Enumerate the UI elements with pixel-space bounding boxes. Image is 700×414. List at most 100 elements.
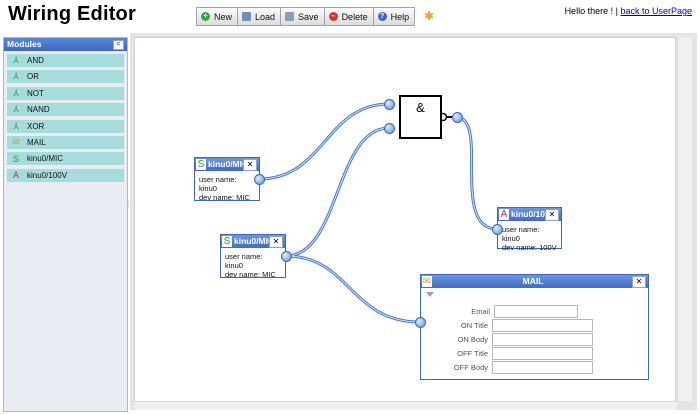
wire-gate-to-actuator[interactable] <box>454 115 499 231</box>
module-header[interactable]: A kinu0/100V ✕ <box>498 208 561 221</box>
mic-module-2[interactable]: S kinu0/MIC ✕ user name: kinu0 dev name:… <box>220 234 286 279</box>
load-button[interactable]: Load <box>237 7 282 26</box>
close-module-button[interactable]: ✕ <box>269 236 283 248</box>
floppy-icon <box>285 12 295 21</box>
module-item-or[interactable]: ⅄ OR <box>7 70 124 84</box>
save-button[interactable]: Save <box>280 7 325 26</box>
user-name-text: user name: kinu0 <box>199 175 237 193</box>
module-info: user name: kinu0 dev name: MIC <box>195 171 259 202</box>
mic-module-1[interactable]: S kinu0/MIC ✕ user name: kinu0 dev name:… <box>194 157 260 202</box>
dev-name-text: dev name: MIC <box>225 270 276 279</box>
email-label: Email <box>471 307 490 316</box>
sensor-s-icon: S <box>12 153 19 164</box>
module-item-mail[interactable]: ✉ MAIL <box>7 135 124 149</box>
off-body-field[interactable] <box>492 361 593 374</box>
wire-mic2-to-mail[interactable] <box>284 254 422 324</box>
and-gate[interactable]: & <box>399 95 442 139</box>
module-item-label: kinu0/100V <box>27 170 68 180</box>
help-icon: ? <box>377 12 387 21</box>
close-module-button[interactable]: ✕ <box>243 159 257 171</box>
logic-gate-icon: ⅄ <box>13 71 19 82</box>
off-title-field[interactable] <box>492 347 593 360</box>
on-title-label: ON Title <box>460 321 488 330</box>
module-item-xor[interactable]: ⅄XOR <box>7 119 124 133</box>
off-body-label: OFF Body <box>453 363 488 372</box>
email-row: Email <box>420 305 578 318</box>
panel-splitter[interactable]: ⁞ <box>127 200 130 209</box>
mail-input-terminal[interactable] <box>415 317 426 328</box>
vertical-scrollbar[interactable] <box>677 37 692 401</box>
module-title: kinu0/100V <box>511 209 545 219</box>
gate-output-terminal[interactable] <box>452 112 463 123</box>
delete-button[interactable]: – Delete <box>323 7 374 26</box>
logic-gate-icon: ⅄ <box>13 55 19 65</box>
dev-name-text: dev name: MIC <box>199 193 250 202</box>
module-title: kinu0/MIC <box>234 236 269 246</box>
on-body-label: ON Body <box>457 335 488 344</box>
modules-panel: Modules < ⅄ AND ⅄ OR ⅄NOT ⅄ NAND ⅄XOR ✉ MAIL… <box>3 37 128 412</box>
collapse-arrow-icon[interactable] <box>426 292 434 297</box>
module-item-label: kinu0/MIC <box>27 154 64 164</box>
on-body-field[interactable] <box>492 333 593 346</box>
folder-icon <box>242 12 252 21</box>
close-module-button[interactable]: ✕ <box>632 276 646 288</box>
module-header[interactable]: ✉ MAIL ✕ <box>421 275 648 288</box>
mic1-output-terminal[interactable] <box>254 174 265 185</box>
mail-module[interactable]: ✉ MAIL ✕ Email ON Title ON Body OFF Titl… <box>420 274 649 380</box>
module-info: user name: kinu0 dev name: MIC <box>221 248 285 279</box>
mail-icon: ✉ <box>422 276 432 287</box>
modules-panel-header: Modules < <box>4 38 127 51</box>
logic-gate-icon: ⅄ <box>13 87 19 98</box>
modules-panel-title: Modules <box>7 39 42 49</box>
module-title: kinu0/MIC <box>208 159 243 169</box>
module-item-nand[interactable]: ⅄ NAND <box>7 103 124 117</box>
load-button-label: Load <box>255 11 276 22</box>
module-item-and[interactable]: ⅄ AND <box>7 54 124 67</box>
close-module-button[interactable]: ✕ <box>545 209 559 221</box>
module-item-label: NAND <box>27 105 50 115</box>
actuator-input-terminal[interactable] <box>492 224 503 235</box>
module-info: user name: kinu0 dev name: 100V <box>498 221 561 252</box>
toolbar: + New Load Save – Delete ? Help <box>196 7 416 26</box>
logic-gate-icon: ⅄ <box>13 104 19 115</box>
new-button[interactable]: + New <box>196 7 239 26</box>
off-title-label: OFF Title <box>457 349 488 358</box>
module-item-label: MAIL <box>27 137 46 147</box>
gate-symbol: & <box>416 100 425 115</box>
module-header[interactable]: S kinu0/MIC ✕ <box>195 158 259 171</box>
wire-mic1-to-gate[interactable] <box>257 102 391 181</box>
actuator-module[interactable]: A kinu0/100V ✕ user name: kinu0 dev name… <box>497 207 562 252</box>
mic2-output-terminal[interactable] <box>281 251 292 262</box>
new-button-label: New <box>214 11 233 22</box>
collapse-panel-button[interactable]: < <box>113 40 124 50</box>
module-item-label: AND <box>27 56 44 65</box>
user-name-text: user name: kinu0 <box>225 252 263 270</box>
sensor-s-icon: S <box>196 159 206 170</box>
mail-form: Email ON Title ON Body OFF Title OFF Bod… <box>421 288 648 378</box>
mail-icon: ✉ <box>12 136 20 147</box>
logic-gate-icon: ⅄ <box>13 120 19 131</box>
on-title-field[interactable] <box>492 319 593 332</box>
horizontal-scrollbar[interactable] <box>134 401 677 410</box>
sensor-s-icon: S <box>222 236 232 247</box>
off-body-row: OFF Body <box>418 361 593 374</box>
off-title-row: OFF Title <box>418 347 593 360</box>
module-header[interactable]: S kinu0/MIC ✕ <box>221 235 285 248</box>
gate-input-terminal-1[interactable] <box>384 99 395 110</box>
help-button[interactable]: ? Help <box>372 7 416 26</box>
module-item-not[interactable]: ⅄NOT <box>7 86 124 100</box>
module-item-label: OR <box>27 72 39 82</box>
greeting-text: Hello there ! | <box>564 6 618 16</box>
user-name-text: user name: kinu0 <box>502 225 540 243</box>
back-to-userpage-link[interactable]: back to UserPage <box>620 6 692 16</box>
module-title: MAIL <box>522 276 544 286</box>
on-title-row: ON Title <box>418 319 593 332</box>
on-body-row: ON Body <box>418 333 593 346</box>
gate-input-terminal-2[interactable] <box>384 123 395 134</box>
actuator-a-icon: A <box>12 170 19 181</box>
email-field[interactable] <box>494 305 578 318</box>
greeting: Hello there ! | back to UserPage <box>565 6 692 16</box>
